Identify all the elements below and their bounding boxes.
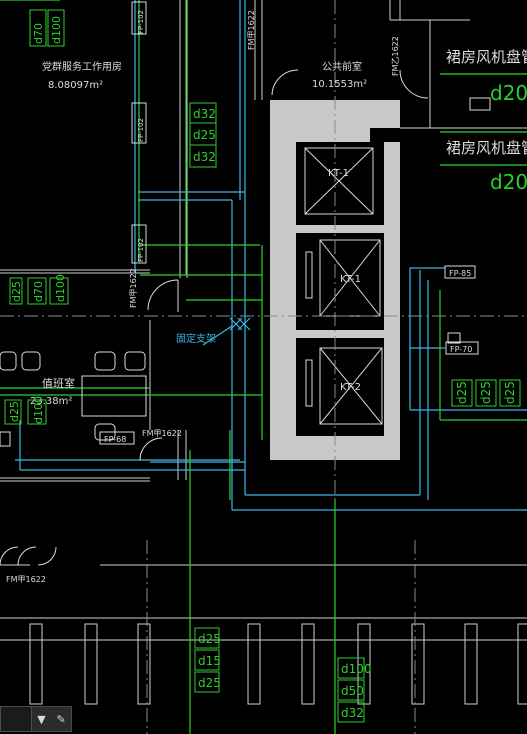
fan-coil-label-1: 裙房风机盘管 [446,48,527,66]
fp-devices [0,1,479,447]
room-area-duty: 23.38m² [30,396,72,407]
pipe-label-d25-r1: d25 [455,381,469,404]
fp-label-3: FP-102 [137,238,145,262]
pipe-label-d25-bl1: d25 [198,632,221,646]
chevron-down-icon[interactable]: ▼ [37,712,46,726]
pipe-label-d25-bl2: d25 [198,676,221,690]
pipe-label-d25-r3: d25 [503,381,517,404]
elevator-core [270,100,400,460]
door-label-left: FM甲1622 [129,268,138,308]
room-label-lobby: 公共前室 [322,60,362,73]
room-label-service: 党群服务工作用房 [42,60,122,73]
fp-label-6: FP-68 [104,435,126,444]
fp-label-5: FP-70 [450,345,472,354]
pipe-label-d100-c: d100 [32,396,45,424]
bottom-toolbar: ▼ ✎ [0,706,72,732]
door-arcs [0,69,491,566]
pipe-label-d25-r2: d25 [479,381,493,404]
edit-icon[interactable]: ✎ [56,712,66,726]
room-area-service: 8.08097m² [48,80,103,91]
pipe-d200-1: d200 [490,81,527,105]
pipe-label-d32-b: d32 [193,150,216,164]
elevator-label-2: KT-1 [340,274,361,285]
pipe-label-d25-c: d25 [8,401,21,422]
pipe-label-d32-br: d32 [341,706,364,720]
pipe-label-d25-a: d25 [193,128,216,142]
fixed-support-mark [202,317,251,346]
cyan-pipes [15,0,527,511]
wall-lines [0,0,527,641]
door-label-bottom: FM甲1622 [6,575,46,584]
door-label-duty: FM甲1622 [142,429,182,438]
room-area-lobby: 10.1553m² [312,79,367,90]
fp-label-2: FP-102 [137,118,145,142]
pipe-d200-2: d200 [490,170,527,194]
fixed-support-label: 固定支架 [176,332,216,345]
label-boxes [4,9,521,723]
door-label-right: FM乙1622 [391,36,400,76]
pipe-label-d70: d70 [32,23,45,44]
fan-coil-label-2: 裙房风机盘管 [446,139,527,157]
pipe-label-d25-b: d25 [10,281,23,302]
room-label-duty: 值班室 [42,376,75,390]
pipe-label-d70-b: d70 [32,281,45,302]
elevator-label-3: KT-2 [340,382,361,393]
elevator-label-1: KT-1 [328,168,349,179]
pipe-label-d15-bl: d15 [198,654,221,668]
pipe-label-d100-b: d100 [54,274,67,302]
pipe-label-d50-br: d50 [341,684,364,698]
pipe-label-d32-a: d32 [193,107,216,121]
layer-swatch[interactable] [1,707,32,731]
pipe-label-d100: d100 [50,16,63,44]
pipe-label-d100-br: d100 [341,662,372,676]
fp-label-1: FP-102 [137,10,145,34]
column-grid [29,623,527,705]
furniture [0,351,147,441]
door-label-top: FM甲1622 [247,10,256,50]
drawing-labels: 党群服务工作用房 8.08097m² 公共前室 10.1553m² 值班室 23… [6,10,527,720]
fp-label-4: FP-85 [449,269,471,278]
